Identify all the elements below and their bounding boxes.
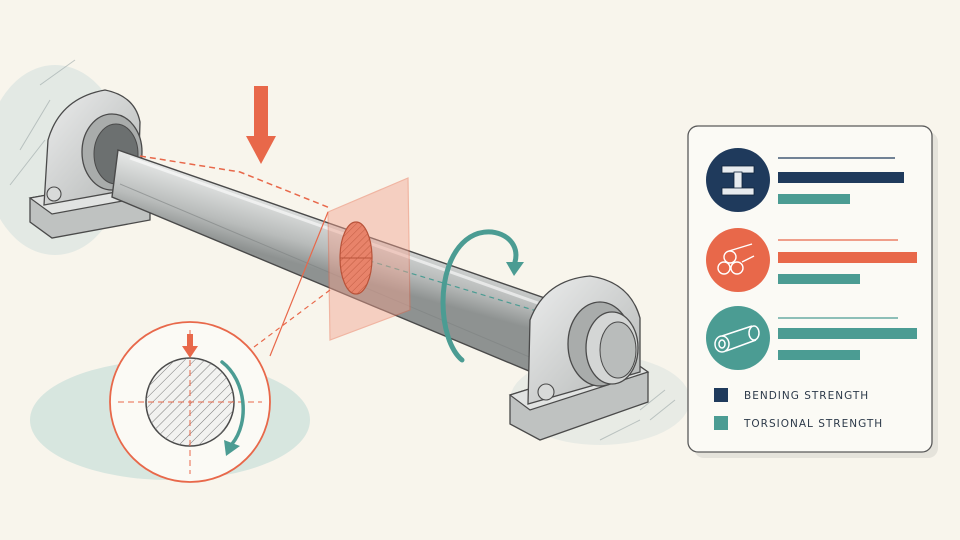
cross-section-detail (109, 321, 271, 483)
torsion-bar-solid (778, 274, 860, 284)
bending-load-arrow-icon (246, 86, 276, 164)
section-load-arrow-icon (182, 334, 198, 358)
card-row-solid-bars (706, 228, 917, 292)
card-row-i-beam (706, 148, 904, 212)
card-legend: BENDING STRENGTH TORSIONAL STRENGTH (714, 388, 883, 430)
card-row-hollow-tube (706, 306, 917, 370)
torsion-bar-hollow (778, 350, 860, 360)
legend-swatch-torsion (714, 416, 728, 430)
torsion-arrow-icon (440, 229, 524, 363)
legend-label-torsion: TORSIONAL STRENGTH (743, 418, 883, 430)
legend-label-bending: BENDING STRENGTH (744, 390, 869, 402)
i-beam-icon (721, 165, 755, 196)
legend-swatch-bending (714, 388, 728, 402)
cross-section-plane-icon (327, 177, 411, 341)
bending-bar-hollow (778, 328, 917, 339)
bending-bar-i-beam (778, 172, 904, 183)
bending-bar-solid (778, 252, 917, 263)
solid-bars-icon (717, 243, 755, 275)
hollow-tube-icon (714, 325, 760, 353)
torsion-bar-i-beam (778, 194, 850, 204)
comparison-card: BENDING STRENGTH TORSIONAL STRENGTH (687, 125, 938, 458)
pillow-block-bearing-right (508, 275, 676, 441)
section-torsion-arrow-icon (220, 360, 245, 456)
